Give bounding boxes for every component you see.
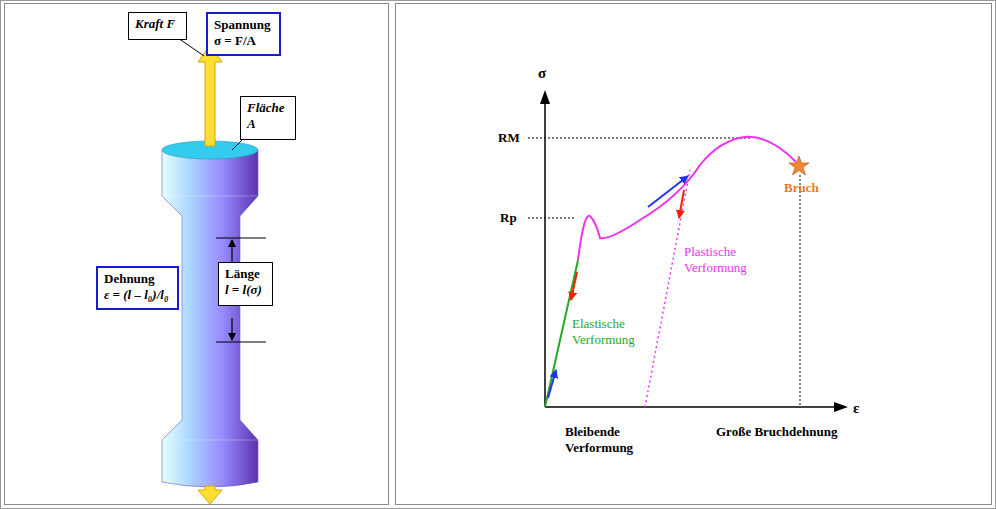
region-label: Elastische Verformung: [572, 316, 654, 347]
callout-box: Kraft F: [128, 12, 187, 40]
tensile-specimen: [162, 141, 258, 487]
axis-note: Bleibende Verformung: [565, 424, 665, 455]
unload-arrow: [679, 190, 684, 218]
left-panel: [5, 4, 389, 505]
value-label: Rp: [500, 210, 517, 226]
box-heading: Länge: [225, 266, 266, 282]
axis-label: σ: [538, 64, 546, 82]
callout-box: FlächeA: [240, 96, 296, 140]
box-heading: Kraft F: [135, 16, 180, 32]
unload-arrow: [571, 272, 577, 300]
load-arrow: [548, 370, 556, 398]
right-panel: [396, 4, 992, 505]
box-body: A: [247, 116, 289, 132]
box-body: l = l(σ): [225, 282, 266, 298]
box-heading: Dehnung: [104, 271, 171, 287]
unload-line: [645, 170, 690, 407]
fracture-star: [789, 156, 809, 175]
stress-strain-curve: [578, 137, 796, 260]
fracture-label: Bruch: [784, 180, 819, 196]
callout-box: Längel = l(σ): [218, 262, 273, 306]
region-label: Plastische Verformung: [684, 244, 756, 275]
box-heading: Spannung: [214, 17, 273, 33]
box-heading: Fläche: [247, 100, 289, 116]
value-label: RM: [498, 130, 520, 146]
axis-note: Große Bruchdehnung: [716, 424, 838, 440]
guide-lines: [528, 138, 800, 407]
callout-box: Spannungσ = F/A: [206, 12, 281, 56]
axis-label: ε: [853, 399, 859, 417]
callout-box: Dehnungε = (l – l₀)/l₀: [96, 266, 179, 310]
callout-pointer: [178, 38, 204, 56]
box-body: ε = (l – l₀)/l₀: [104, 287, 171, 303]
box-body: σ = F/A: [214, 33, 273, 49]
